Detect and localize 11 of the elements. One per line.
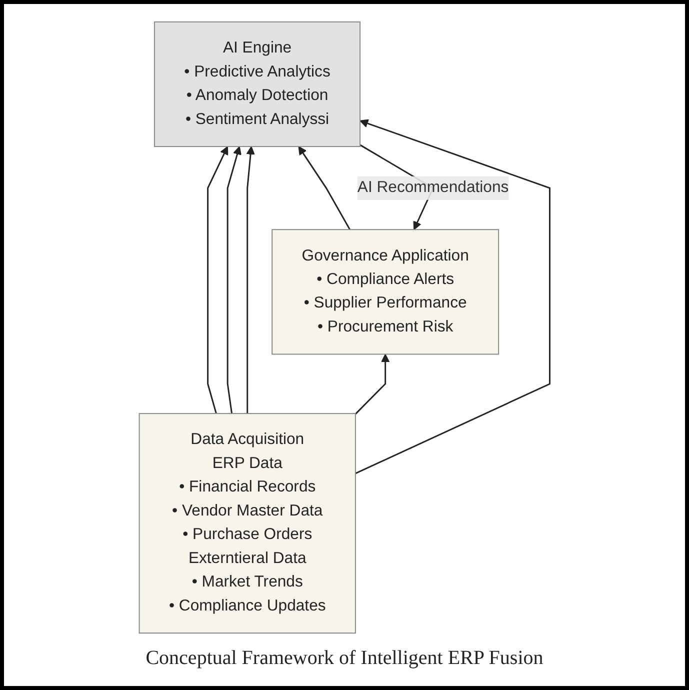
node-box: Governance Application • Compliance Alerts • Supplier Performance • Procurement Risk — [272, 229, 500, 355]
arrow — [355, 119, 550, 474]
arrow — [226, 146, 242, 414]
edge-label: AI Recommendations — [357, 179, 509, 196]
node-box: AI Engine • Predictive Analytics • Anomaly Dotection • Sentiment Analyssi — [154, 21, 361, 148]
arrow — [298, 146, 350, 230]
arrow — [246, 146, 255, 414]
node-box: Data Acquisition ERP Data • Financial Records • Vendor Master Data • Purchase Orders Externtieral Data • Market Trends • Compliance Updates — [138, 413, 356, 634]
arrow — [207, 146, 228, 414]
arrow — [354, 354, 390, 415]
caption: Conceptual Framework of Intelligent ERP Fusion — [146, 647, 544, 670]
